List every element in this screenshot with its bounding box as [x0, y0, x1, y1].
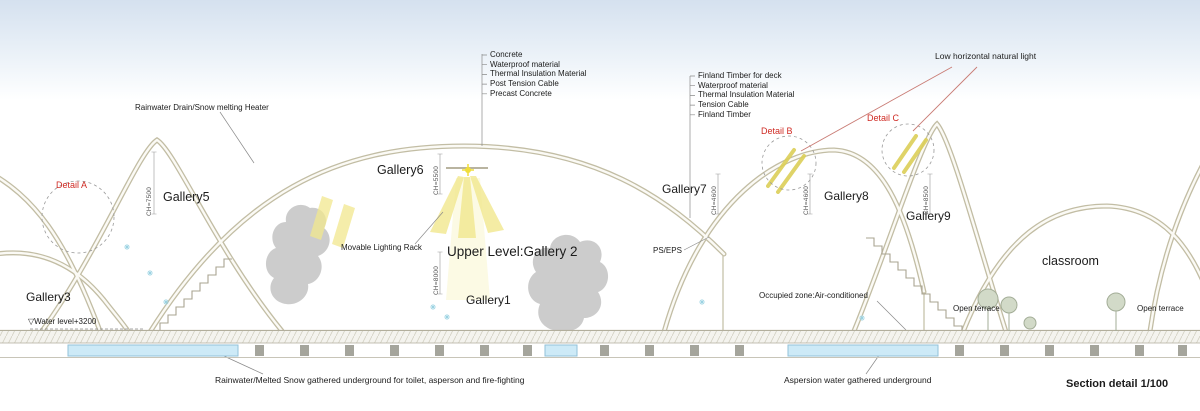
low-light-leaders: [800, 66, 978, 152]
material-item: Finland Timber for deck: [698, 71, 782, 80]
interior-walls: [722, 256, 925, 330]
stair-right: [866, 237, 963, 331]
roof-layers-right-list: Finland Timber for deck Waterproof mater…: [698, 71, 794, 120]
sky-gradient: [0, 0, 1200, 100]
stair-left: [152, 258, 232, 332]
room-label-gallery8: Gallery8: [824, 189, 869, 203]
roof-layers-left-list: Concrete Waterproof material Thermal Ins…: [490, 50, 586, 99]
room-label-gallery1: Gallery1: [466, 293, 511, 307]
terrace-trees: [977, 288, 1126, 331]
material-item: Tension Cable: [698, 100, 749, 110]
underground-water-pools: [67, 344, 939, 357]
room-label-gallery5: Gallery5: [163, 190, 210, 204]
open-terrace-left-label: Open terrace: [953, 304, 1000, 313]
ground-slab: [0, 329, 1200, 358]
detail-c-label: Detail C: [867, 113, 900, 123]
stairs: [152, 237, 963, 332]
room-label-gallery7: Gallery7: [662, 182, 707, 196]
dim-ch8500: CH=8500: [923, 185, 930, 215]
dim-ch8000: CH=8000: [433, 265, 440, 295]
detail-circles: [41, 123, 935, 254]
material-item: Waterproof material: [698, 80, 768, 90]
material-item: Post Tension Cable: [490, 79, 559, 89]
rainwater-drain-label: Rainwater Drain/Snow melting Heater: [135, 103, 269, 112]
room-label-gallery9: Gallery9: [906, 209, 951, 223]
material-item: Waterproof material: [490, 59, 560, 69]
material-item: Thermal Insulation Material: [698, 90, 795, 100]
low-light-bars: [766, 134, 928, 194]
dim-ch7500: CH=7500: [146, 186, 153, 216]
underground-left-caption: Rainwater/Melted Snow gathered undergrou…: [215, 375, 525, 385]
dimension-lines: [151, 151, 933, 295]
occupied-zone-label: Occupied zone:Air-conditioned: [759, 291, 868, 300]
low-light-label: Low horizontal natural light: [935, 51, 1037, 61]
dim-ch4600-a: CH=4600: [711, 185, 718, 215]
room-label-gallery6: Gallery6: [377, 163, 424, 177]
material-item: Finland Timber: [698, 109, 751, 119]
material-item: Thermal Insulation Material: [490, 69, 587, 79]
detail-c-circle: [881, 123, 935, 177]
room-label-upper-level: Upper Level:Gallery 2: [447, 244, 578, 259]
underground-right-caption: Aspersion water gathered underground: [784, 375, 932, 385]
ps-eps-label: PS/EPS: [653, 246, 682, 255]
daylight-streak: [446, 178, 490, 300]
material-item: Concrete: [490, 50, 523, 59]
foundation-piers: [255, 345, 1187, 356]
water-level-label: ▽Water level+3200: [28, 317, 97, 326]
room-label-classroom: classroom: [1042, 254, 1099, 268]
movable-rack-label: Movable Lighting Rack: [341, 243, 422, 252]
lighting-rack: [310, 164, 504, 248]
open-terrace-right-label: Open terrace: [1137, 304, 1184, 313]
material-item: Precast Concrete: [490, 88, 552, 98]
detail-a-label: Detail A: [56, 180, 88, 190]
dim-ch4600-b: CH=4600: [803, 185, 810, 215]
dim-ch5500: CH=5500: [433, 165, 440, 195]
detail-b-circle: [761, 135, 817, 191]
detail-a-circle: [41, 180, 115, 254]
detail-b-label: Detail B: [761, 126, 793, 136]
section-detail-title: Section detail 1/100: [1066, 378, 1169, 390]
room-label-gallery3: Gallery3: [26, 290, 71, 304]
